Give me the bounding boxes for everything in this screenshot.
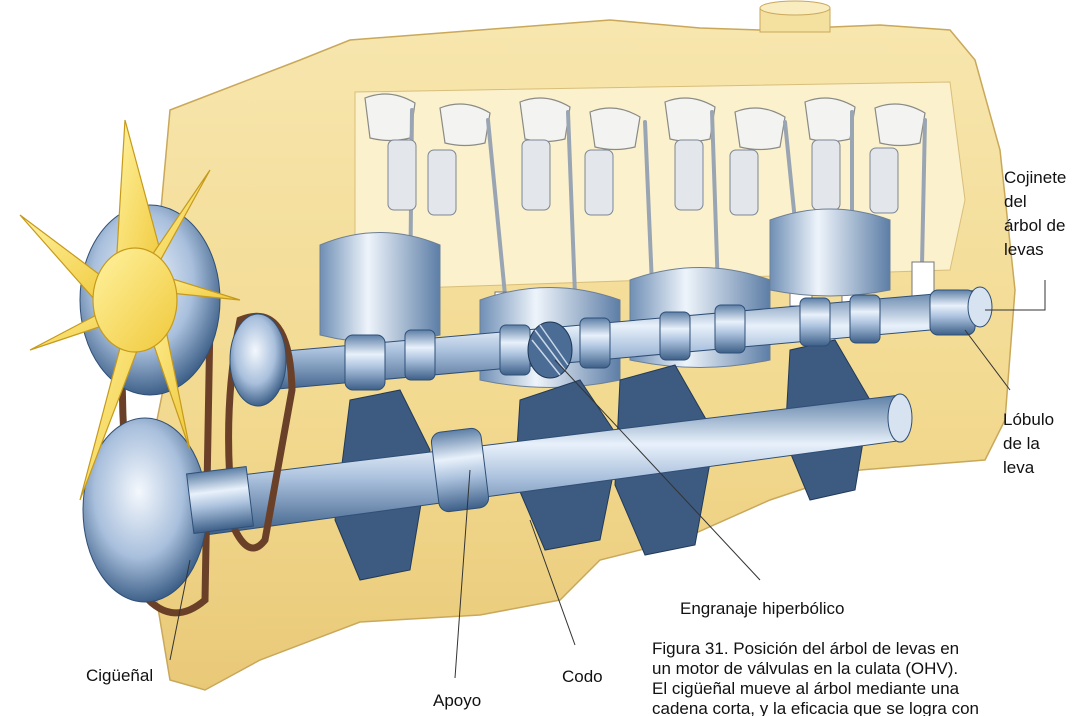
label-crank-pin: Codo <box>562 665 603 689</box>
label-camshaft-bearing: Cojinete del árbol de levas <box>1004 166 1066 262</box>
label-hyperbolic-gear: Engranaje hiperbólico <box>680 597 844 621</box>
hyperbolic-gear-shape <box>528 322 572 378</box>
label-main-journal: Apoyo <box>433 689 481 713</box>
label-cam-lobe: Lóbulo de la leva <box>1003 408 1054 480</box>
figure-caption: Figura 31. Posición del árbol de levas e… <box>652 639 1089 716</box>
label-crankshaft: Cigüeñal <box>86 664 153 688</box>
